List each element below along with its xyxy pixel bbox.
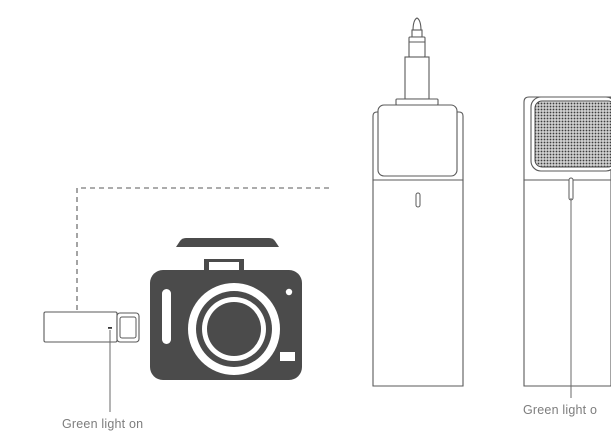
caption-green-light-right: Green light o	[523, 403, 598, 417]
usb-receiver-icon	[43, 311, 140, 343]
mic-transmitter-icon	[523, 96, 611, 387]
caption-green-light-left: Green light on	[62, 417, 144, 431]
camera-icon	[150, 238, 302, 380]
indicator-light-left	[108, 327, 112, 329]
indicator-light-right	[568, 177, 574, 201]
dashed-connection-line	[76, 187, 330, 310]
jack-transmitter-icon	[372, 17, 464, 387]
